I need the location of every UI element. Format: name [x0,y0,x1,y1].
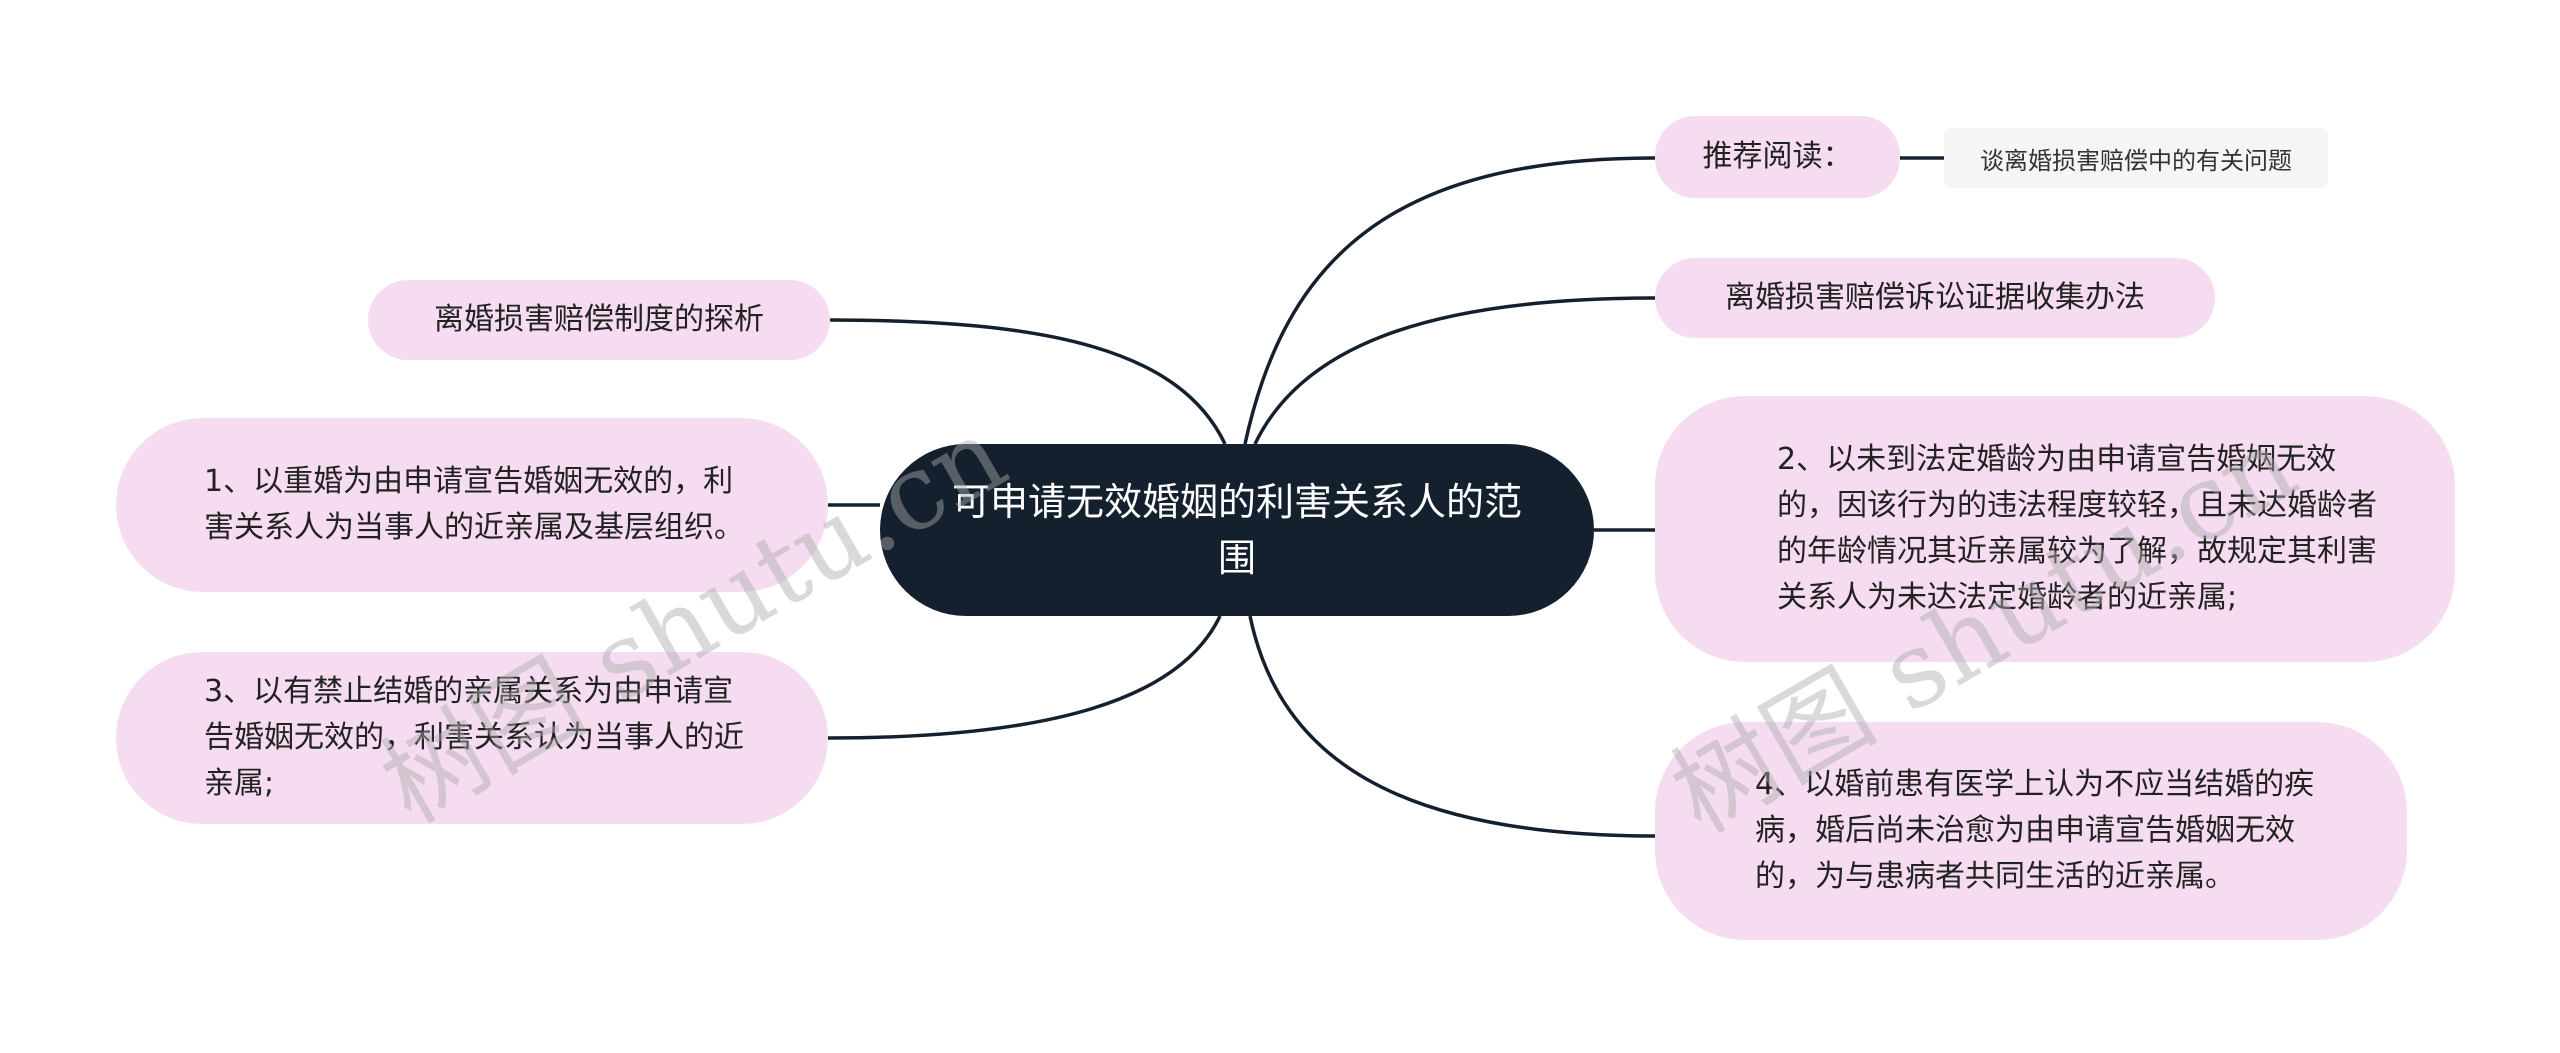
topic-label: 4、以婚前患有医学上认为不应当结婚的疾病，婚后尚未治愈为由申请宣告婚姻无效的，为… [1755,767,2315,894]
topic-item-4[interactable]: 4、以婚前患有医学上认为不应当结婚的疾病，婚后尚未治愈为由申请宣告婚姻无效的，为… [1655,722,2407,940]
topic-item-3[interactable]: 3、以有禁止结婚的亲属关系为由申请宣告婚姻无效的，利害关系认为当事人的近亲属; [116,652,828,824]
topic-label: 离婚损害赔偿制度的探析 [434,302,764,337]
leaf-label: 谈离婚损害赔偿中的有关问题 [1980,146,2292,175]
central-topic-label: 可申请无效婚姻的利害关系人的范围 [951,480,1522,580]
topic-label: 1、以重婚为由申请宣告婚姻无效的，利害关系人为当事人的近亲属及基层组织。 [204,464,744,545]
topic-damage-compensation-analysis[interactable]: 离婚损害赔偿制度的探析 [368,280,830,360]
topic-item-2[interactable]: 2、以未到法定婚龄为由申请宣告婚姻无效的，因该行为的违法程度较轻，且未达婚龄者的… [1655,396,2455,662]
topic-item-1[interactable]: 1、以重婚为由申请宣告婚姻无效的，利害关系人为当事人的近亲属及基层组织。 [116,418,828,592]
topic-evidence-collection[interactable]: 离婚损害赔偿诉讼证据收集办法 [1655,258,2215,338]
central-topic[interactable]: 可申请无效婚姻的利害关系人的范围 [880,444,1594,616]
topic-label: 2、以未到法定婚龄为由申请宣告婚姻无效的，因该行为的违法程度较轻，且未达婚龄者的… [1777,442,2377,615]
link-center-to-item3 [827,615,1222,740]
topic-label: 3、以有禁止结婚的亲属关系为由申请宣告婚姻无效的，利害关系认为当事人的近亲属; [204,674,744,801]
link-center-to-evidence [1253,296,1656,445]
link-center-to-analysis [829,318,1227,445]
link-center-to-reading [1243,156,1656,445]
topic-recommended-reading[interactable]: 推荐阅读： [1655,116,1900,198]
leaf-related-article[interactable]: 谈离婚损害赔偿中的有关问题 [1944,128,2328,188]
topic-label: 离婚损害赔偿诉讼证据收集办法 [1725,280,2145,315]
topic-label: 推荐阅读： [1702,139,1853,174]
link-center-to-item4 [1248,615,1656,838]
